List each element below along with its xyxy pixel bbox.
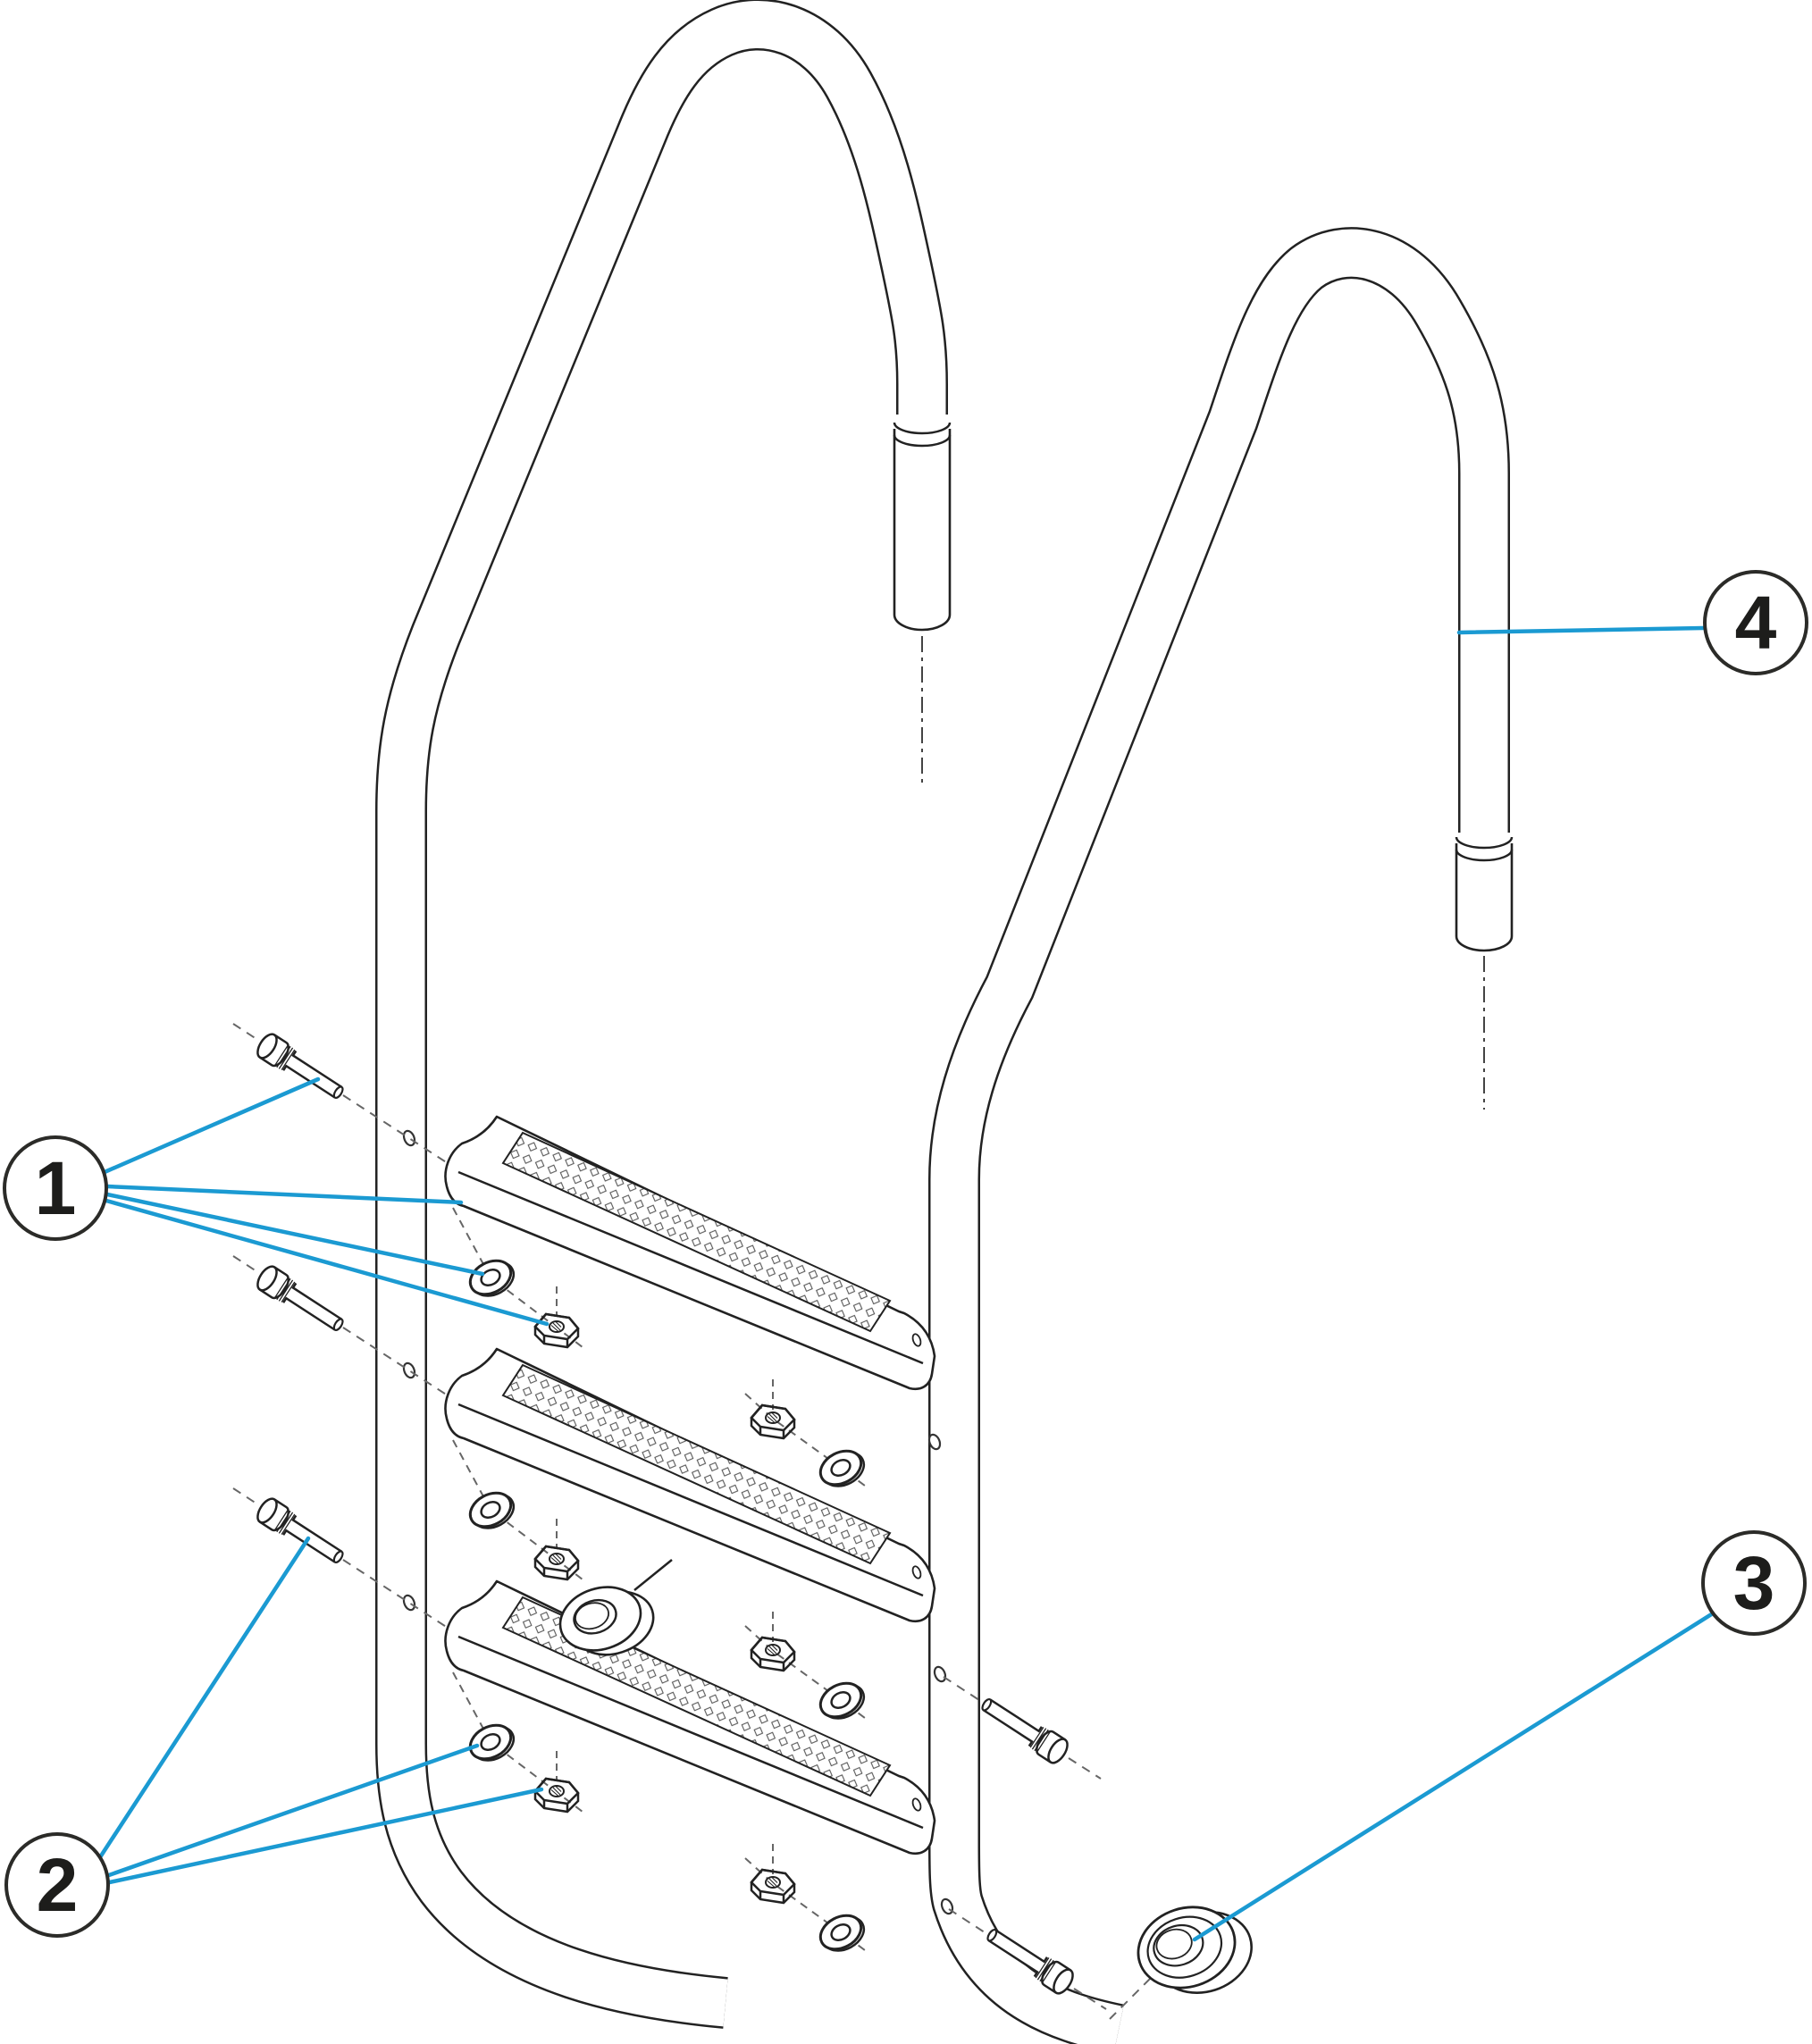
callout-2-number: 2 bbox=[36, 1843, 79, 1927]
leader-2-nut bbox=[103, 1787, 544, 1886]
leader-1-bolt bbox=[102, 1076, 321, 1175]
right-handrail-sleeve bbox=[1455, 836, 1514, 1110]
right-rail-tube bbox=[928, 227, 1510, 2044]
leader-4-handrail bbox=[1456, 625, 1707, 635]
leader-2-bolt bbox=[96, 1536, 311, 1863]
right-bolt-1 bbox=[975, 1690, 1073, 1768]
leader-1-nut bbox=[104, 1198, 549, 1327]
callout-1-badge: 1 bbox=[3, 1135, 108, 1241]
left-bolt-1 bbox=[252, 1029, 350, 1107]
leader-lines bbox=[96, 625, 1716, 1942]
callout-3-number: 3 bbox=[1732, 1541, 1775, 1625]
left-bolt-2 bbox=[252, 1261, 350, 1339]
leader-1-washer bbox=[105, 1192, 485, 1277]
left-bolt-3 bbox=[252, 1494, 350, 1571]
leader-1-step bbox=[105, 1184, 464, 1205]
anchor-flange bbox=[1137, 1906, 1253, 1994]
step-2 bbox=[444, 1347, 936, 1623]
grommet-bushing bbox=[558, 1559, 673, 1656]
callout-4-badge: 4 bbox=[1703, 570, 1808, 675]
callout-2-badge: 2 bbox=[4, 1832, 110, 1938]
callout-3-badge: 3 bbox=[1701, 1530, 1807, 1636]
step-3 bbox=[444, 1579, 936, 1856]
left-rail-tube bbox=[375, 0, 948, 2029]
leader-2-washer bbox=[104, 1743, 480, 1879]
leader-3-flange bbox=[1192, 1611, 1716, 1942]
callout-4-number: 4 bbox=[1734, 581, 1777, 665]
callout-1-number: 1 bbox=[34, 1146, 77, 1230]
left-handrail-sleeve bbox=[893, 422, 952, 784]
step-1 bbox=[444, 1115, 936, 1391]
step3-right-fixings bbox=[745, 1844, 869, 1958]
